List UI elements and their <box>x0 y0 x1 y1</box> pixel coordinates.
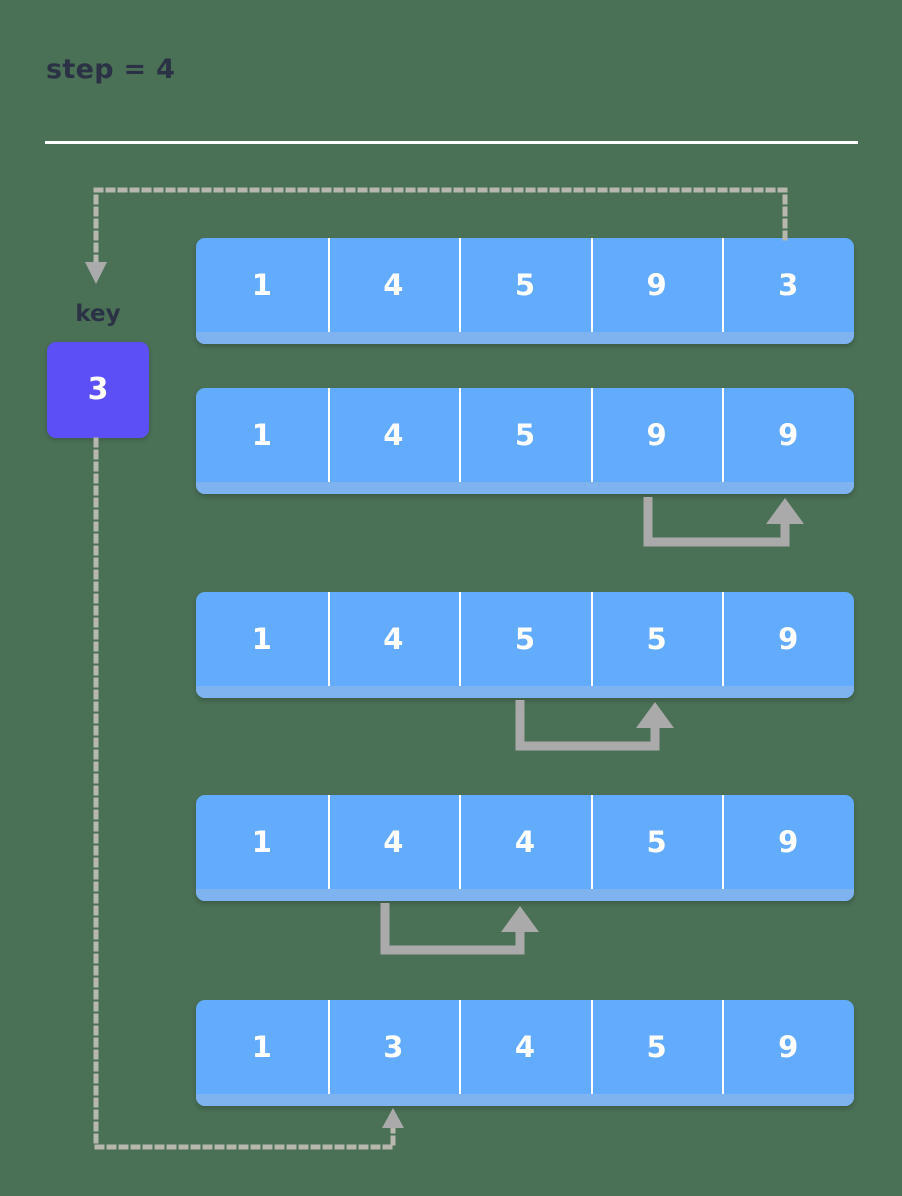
array-row: 1 4 5 9 3 <box>196 238 854 344</box>
array-cell: 4 <box>327 238 460 332</box>
key-value: 3 <box>87 372 109 407</box>
array-cell: 3 <box>327 1000 460 1094</box>
cell-value: 9 <box>646 417 667 452</box>
array-cell: 5 <box>590 592 723 686</box>
array-cell: 9 <box>722 795 854 889</box>
array-cell: 4 <box>459 795 591 889</box>
array-cell: 4 <box>459 1000 591 1094</box>
cell-value: 5 <box>514 417 536 452</box>
key-box: 3 <box>47 342 149 438</box>
array-cell: 1 <box>196 238 328 332</box>
row-base-strip <box>196 686 854 698</box>
array-cell: 5 <box>459 238 591 332</box>
row-base-strip <box>196 332 854 344</box>
array-cell: 1 <box>196 388 328 482</box>
page-title: step = 4 <box>46 54 176 85</box>
array-cell: 4 <box>327 795 460 889</box>
cell-value: 9 <box>778 1029 799 1064</box>
cell-value: 3 <box>778 267 799 302</box>
cell-value: 5 <box>514 267 536 302</box>
array-cell: 4 <box>327 388 460 482</box>
array-cell: 5 <box>459 592 591 686</box>
cell-value: 1 <box>251 824 272 859</box>
cell-value: 9 <box>646 267 667 302</box>
cell-value: 9 <box>778 417 799 452</box>
cell-value: 3 <box>383 1029 404 1064</box>
cell-value: 1 <box>251 267 272 302</box>
array-cell: 5 <box>459 388 591 482</box>
array-cell: 1 <box>196 795 328 889</box>
shift-arrow <box>515 700 674 751</box>
cell-value: 1 <box>251 621 272 656</box>
row-base-strip <box>196 1094 854 1106</box>
array-cell: 9 <box>722 592 854 686</box>
array-row: 1 4 5 5 9 <box>196 592 854 698</box>
cell-value: 4 <box>383 267 404 302</box>
key-label: key <box>75 301 121 327</box>
cell-value: 9 <box>778 621 799 656</box>
shift-arrow <box>380 903 539 955</box>
array-cell: 9 <box>722 388 854 482</box>
cell-value: 1 <box>251 1029 272 1064</box>
header-divider <box>45 141 858 144</box>
shift-arrowhead <box>636 702 674 728</box>
array-row: 1 4 5 9 9 <box>196 388 854 494</box>
array-cell: 3 <box>722 238 854 332</box>
cell-value: 4 <box>383 824 404 859</box>
cell-value: 4 <box>514 824 536 859</box>
array-cell: 1 <box>196 1000 328 1094</box>
cell-value: 5 <box>646 824 667 859</box>
cell-value: 4 <box>514 1029 536 1064</box>
array-row: 1 3 4 5 9 <box>196 1000 854 1106</box>
row-base-strip <box>196 889 854 901</box>
cell-value: 5 <box>514 621 536 656</box>
cell-value: 1 <box>251 417 272 452</box>
array-cell: 9 <box>722 1000 854 1094</box>
cell-value: 5 <box>646 621 667 656</box>
array-cell: 4 <box>327 592 460 686</box>
shift-arrowhead <box>766 498 804 524</box>
array-cell: 5 <box>590 795 723 889</box>
array-cell: 9 <box>590 238 723 332</box>
shift-arrow <box>643 497 804 547</box>
array-cell: 5 <box>590 1000 723 1094</box>
cell-value: 9 <box>778 824 799 859</box>
array-cell: 1 <box>196 592 328 686</box>
row-base-strip <box>196 482 854 494</box>
cell-value: 4 <box>383 621 404 656</box>
key-insert-arrowhead <box>382 1108 404 1128</box>
cell-value: 5 <box>646 1029 667 1064</box>
array-cell: 9 <box>590 388 723 482</box>
cell-value: 4 <box>383 417 404 452</box>
shift-arrowhead <box>501 906 539 932</box>
array-row: 1 4 4 5 9 <box>196 795 854 901</box>
key-extract-arrowhead <box>85 262 107 284</box>
